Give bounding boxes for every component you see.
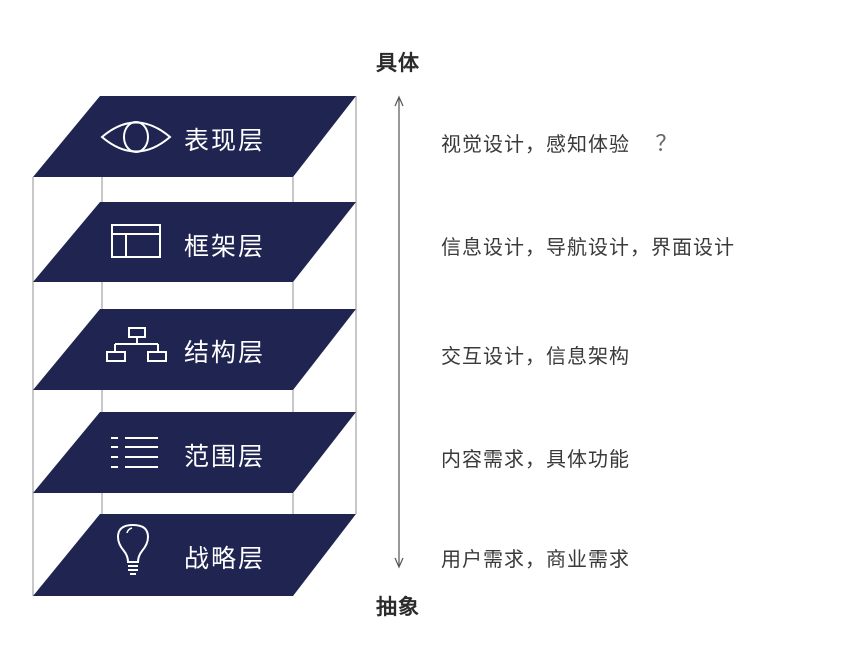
layer-description-skeleton: 信息设计，导航设计，界面设计 <box>441 235 735 259</box>
layer-scope-shape <box>33 412 356 493</box>
layer-title-scope: 范围层 <box>184 442 266 471</box>
axis-bottom-label: 抽象 <box>376 595 420 619</box>
list-icon <box>111 437 158 468</box>
layer-structure-shape <box>33 309 356 390</box>
stack-frame-lines <box>32 96 357 596</box>
layer-description-surface: 视觉设计，感知体验 ？ <box>441 126 678 158</box>
layer-title-strategy: 战略层 <box>184 544 266 573</box>
layer-title-surface: 表现层 <box>184 126 266 155</box>
layer-description-structure: 交互设计，信息架构 <box>441 344 630 368</box>
layer-strategy-shape <box>33 514 356 596</box>
description-text: 视觉设计，感知体验 <box>441 132 630 156</box>
layer-description-scope: 内容需求，具体功能 <box>441 447 630 471</box>
hierarchy-icon <box>106 327 167 362</box>
frame-layout-icon <box>111 224 161 258</box>
layer-skeleton-shape <box>33 202 356 282</box>
abstract-concrete-arrow <box>394 95 404 569</box>
question-mark: ？ <box>655 132 679 157</box>
layer-title-structure: 结构层 <box>184 338 266 367</box>
layer-title-skeleton: 框架层 <box>184 232 266 261</box>
axis-top-label: 具体 <box>376 51 420 75</box>
eye-icon <box>100 121 172 153</box>
lightbulb-icon <box>116 523 150 575</box>
layer-description-strategy: 用户需求，商业需求 <box>441 547 630 571</box>
layer-surface-shape <box>33 96 356 177</box>
